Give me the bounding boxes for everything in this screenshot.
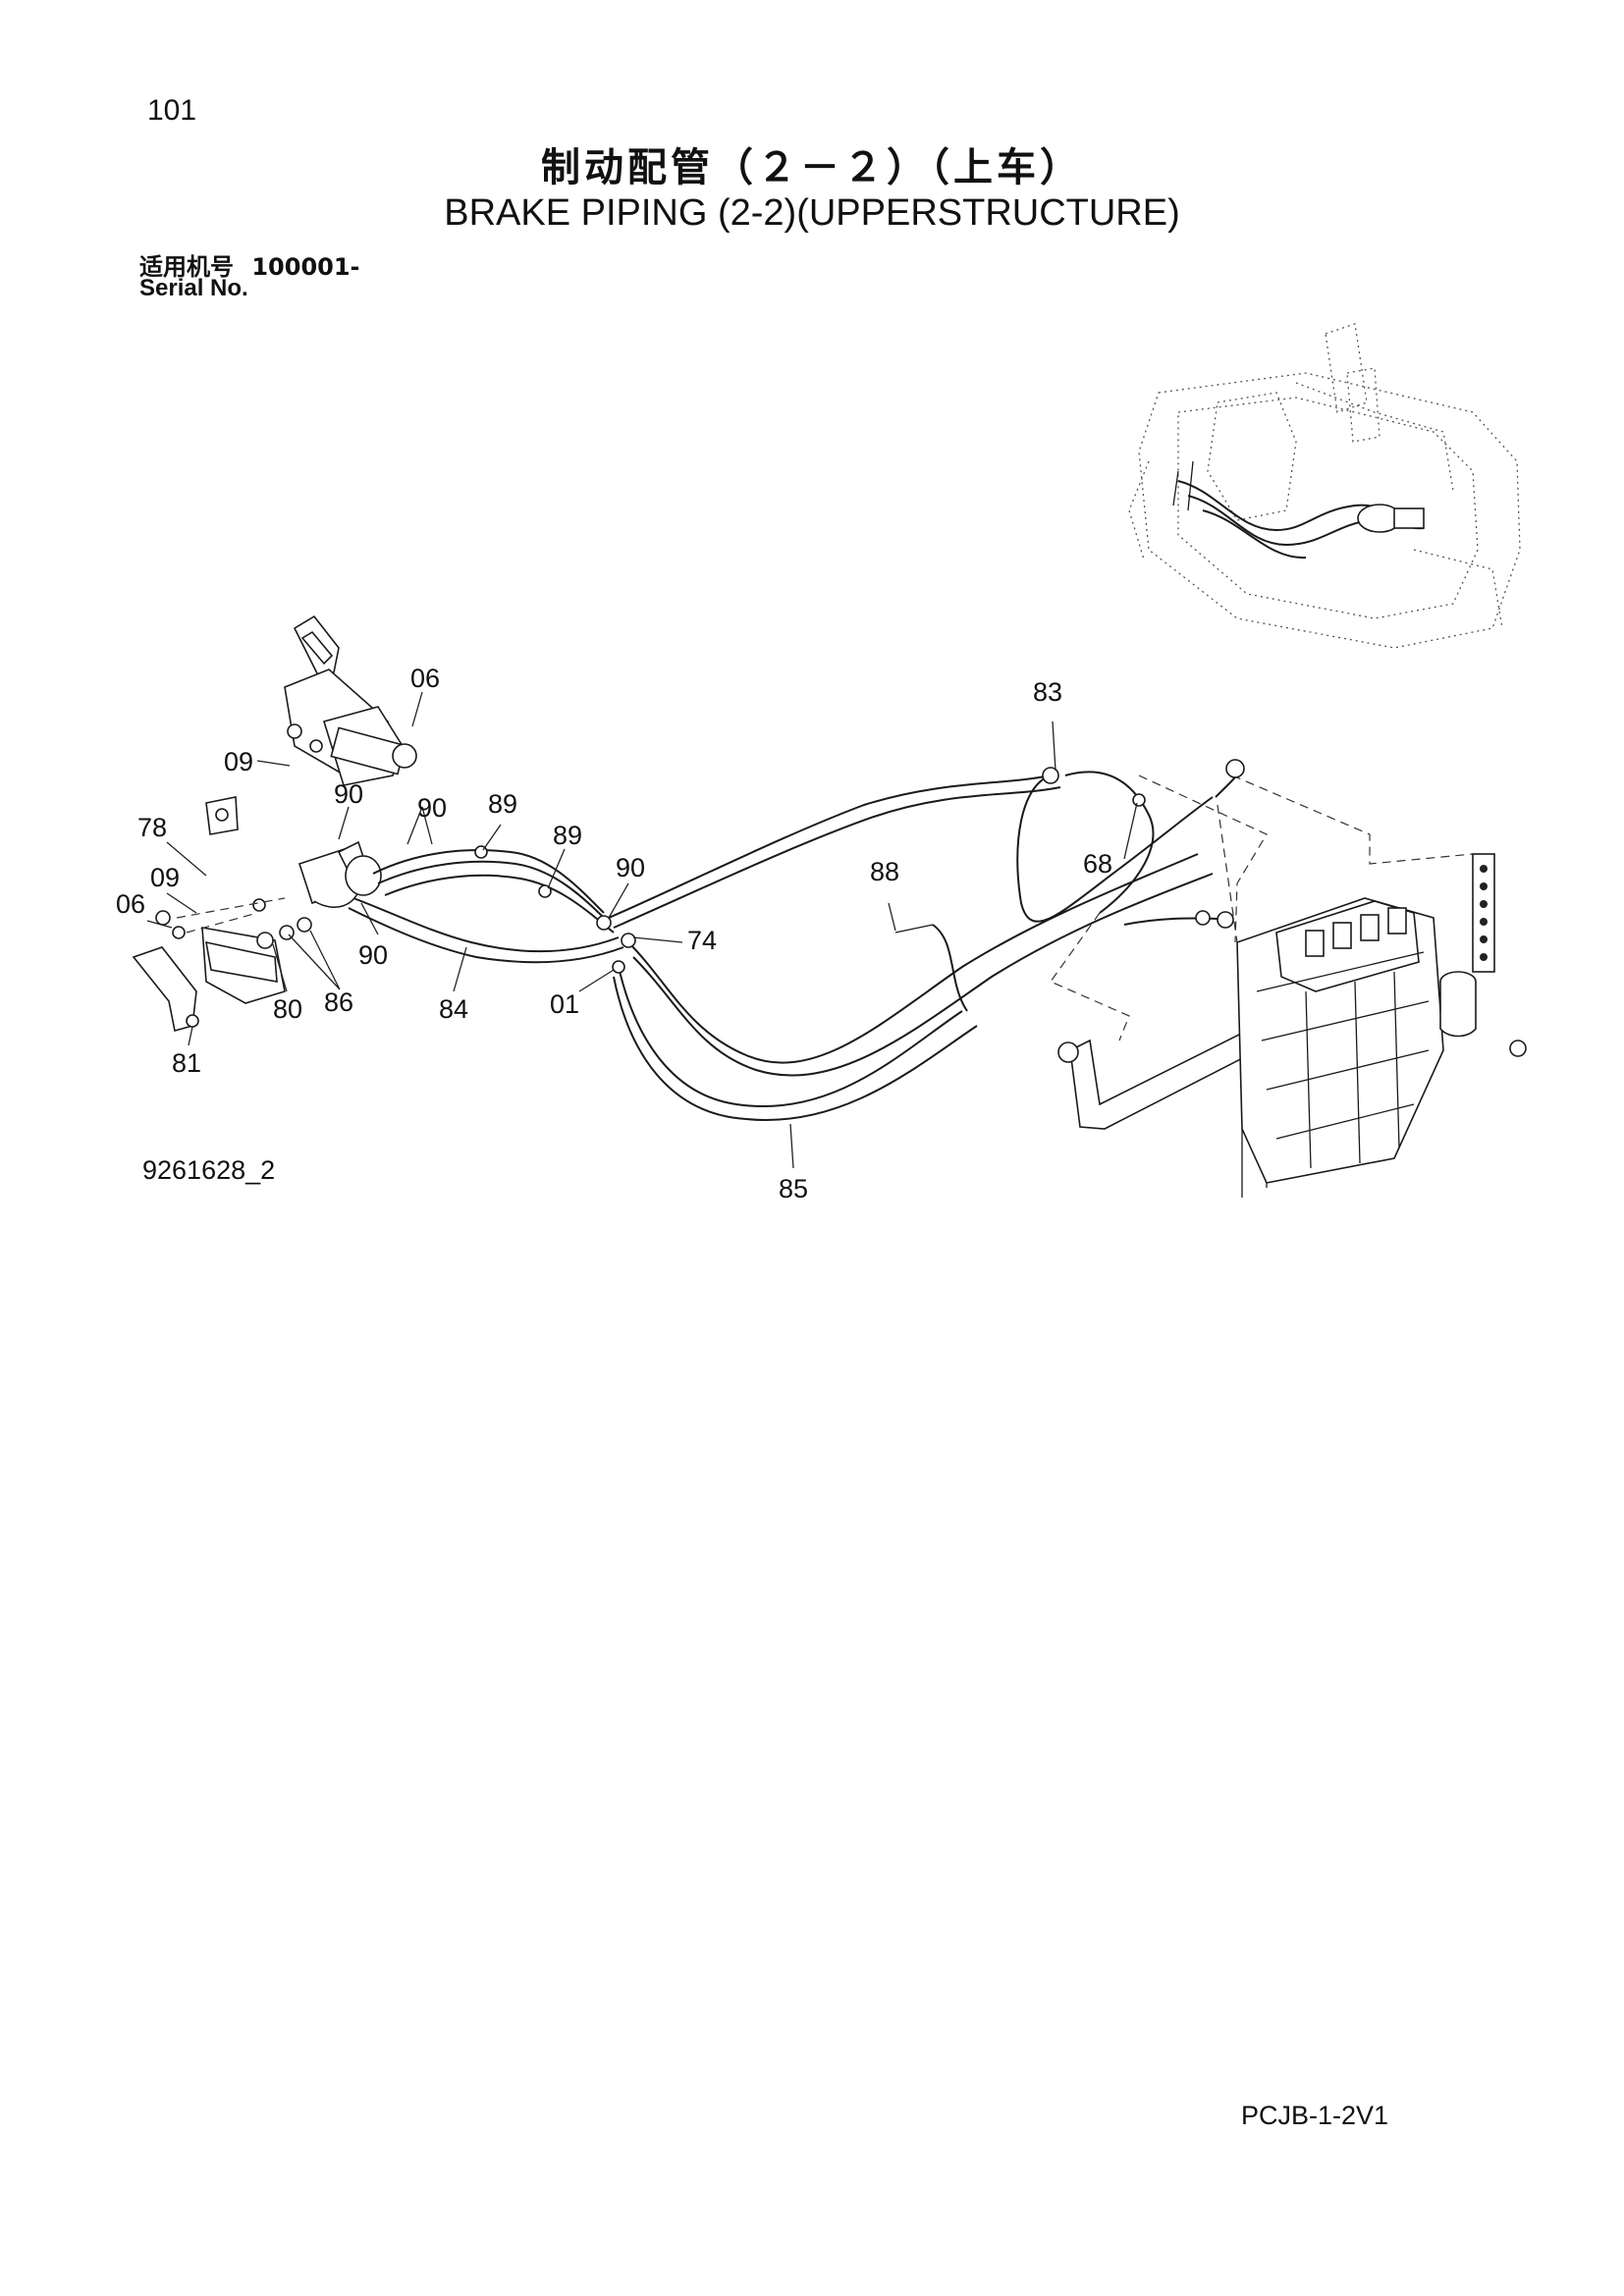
callout-68: 68 bbox=[1083, 849, 1112, 879]
callout-85: 85 bbox=[779, 1174, 808, 1203]
callout-89-b: 89 bbox=[553, 821, 582, 850]
callout-90-d: 90 bbox=[358, 940, 388, 970]
pipe-fittings bbox=[474, 767, 1211, 974]
callout-90-b: 90 bbox=[417, 793, 447, 823]
page-number: 101 bbox=[147, 94, 197, 127]
callout-90-c: 90 bbox=[616, 853, 645, 882]
callout-88: 88 bbox=[870, 857, 899, 886]
serial-value: 100001- bbox=[251, 253, 360, 281]
brake-hoses bbox=[348, 765, 1298, 1130]
callout-83: 83 bbox=[1033, 677, 1062, 707]
callout-86: 86 bbox=[324, 988, 353, 1017]
brake-pedal-valve bbox=[284, 614, 417, 786]
document-code: PCJB-1-2V1 bbox=[1241, 2101, 1389, 2130]
upperstructure-inset-illustration bbox=[1128, 323, 1521, 649]
callout-numbers: 06 09 90 90 89 89 90 78 09 06 90 74 83 6… bbox=[116, 664, 1112, 1203]
control-valve-assembly bbox=[1050, 759, 1527, 1198]
callout-80: 80 bbox=[273, 994, 302, 1024]
callout-90-a: 90 bbox=[334, 779, 363, 809]
callout-89-a: 89 bbox=[488, 789, 517, 819]
callout-09-top: 09 bbox=[224, 747, 253, 776]
callout-01: 01 bbox=[550, 989, 579, 1019]
serial-label-chinese: 适用机号 bbox=[139, 253, 234, 281]
callout-81: 81 bbox=[172, 1048, 201, 1078]
page-title-english: BRAKE PIPING (2-2)(UPPERSTRUCTURE) bbox=[444, 192, 1180, 234]
callout-84: 84 bbox=[439, 994, 468, 1024]
callout-09-left: 09 bbox=[150, 863, 180, 892]
valve-manifold-block bbox=[132, 796, 382, 1033]
page-title-chinese: 制动配管（２－２）（上车） bbox=[541, 145, 1083, 190]
figure-code: 9261628_2 bbox=[142, 1155, 276, 1185]
serial-number-line: 适用机号 100001- bbox=[139, 247, 360, 282]
callout-06-left: 06 bbox=[116, 889, 145, 919]
serial-label-english: Serial No. bbox=[139, 275, 248, 301]
callout-74: 74 bbox=[687, 926, 717, 955]
callout-06-top: 06 bbox=[410, 664, 440, 693]
callout-78: 78 bbox=[137, 813, 167, 842]
callout-leaders bbox=[146, 691, 1138, 1169]
